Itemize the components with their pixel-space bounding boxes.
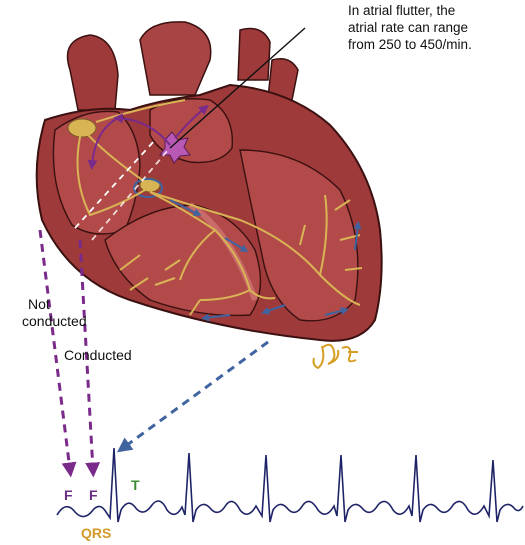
not-conducted-label-line-1: Not <box>28 296 50 312</box>
conducted-label: Conducted <box>64 347 132 363</box>
flutter-focus <box>159 131 191 164</box>
callout-line-2: atrial rate can range <box>348 20 469 35</box>
ecg-trace <box>56 447 524 523</box>
atrial-circuit-arrows <box>87 104 209 170</box>
callout-line-3: from 250 to 450/min. <box>348 37 472 52</box>
conduction-pathways <box>76 99 363 316</box>
flutter-wave-label-2: F <box>89 487 98 503</box>
callout-leader <box>169 27 306 149</box>
not-conducted-label-line-2: conducted <box>22 313 87 329</box>
right-atrium <box>52 110 141 235</box>
not-conducted-label: Not conducted <box>22 296 87 330</box>
conducted-arrow <box>78 239 101 478</box>
qrs-label: QRS <box>81 525 112 541</box>
t-wave-label: T <box>131 477 140 493</box>
flutter-wave-label-1: F <box>64 487 73 503</box>
signature-mark <box>312 343 358 370</box>
left-ventricle <box>239 149 359 322</box>
callout-line-1: In atrial flutter, the <box>348 3 456 18</box>
ventricular-arrows <box>169 199 362 322</box>
great-vessels <box>66 21 299 111</box>
not-conducted-arrow <box>38 229 77 478</box>
qrs-arrow <box>116 340 269 453</box>
atrial-rate-callout: In atrial flutter, the atrial rate can r… <box>348 2 520 53</box>
